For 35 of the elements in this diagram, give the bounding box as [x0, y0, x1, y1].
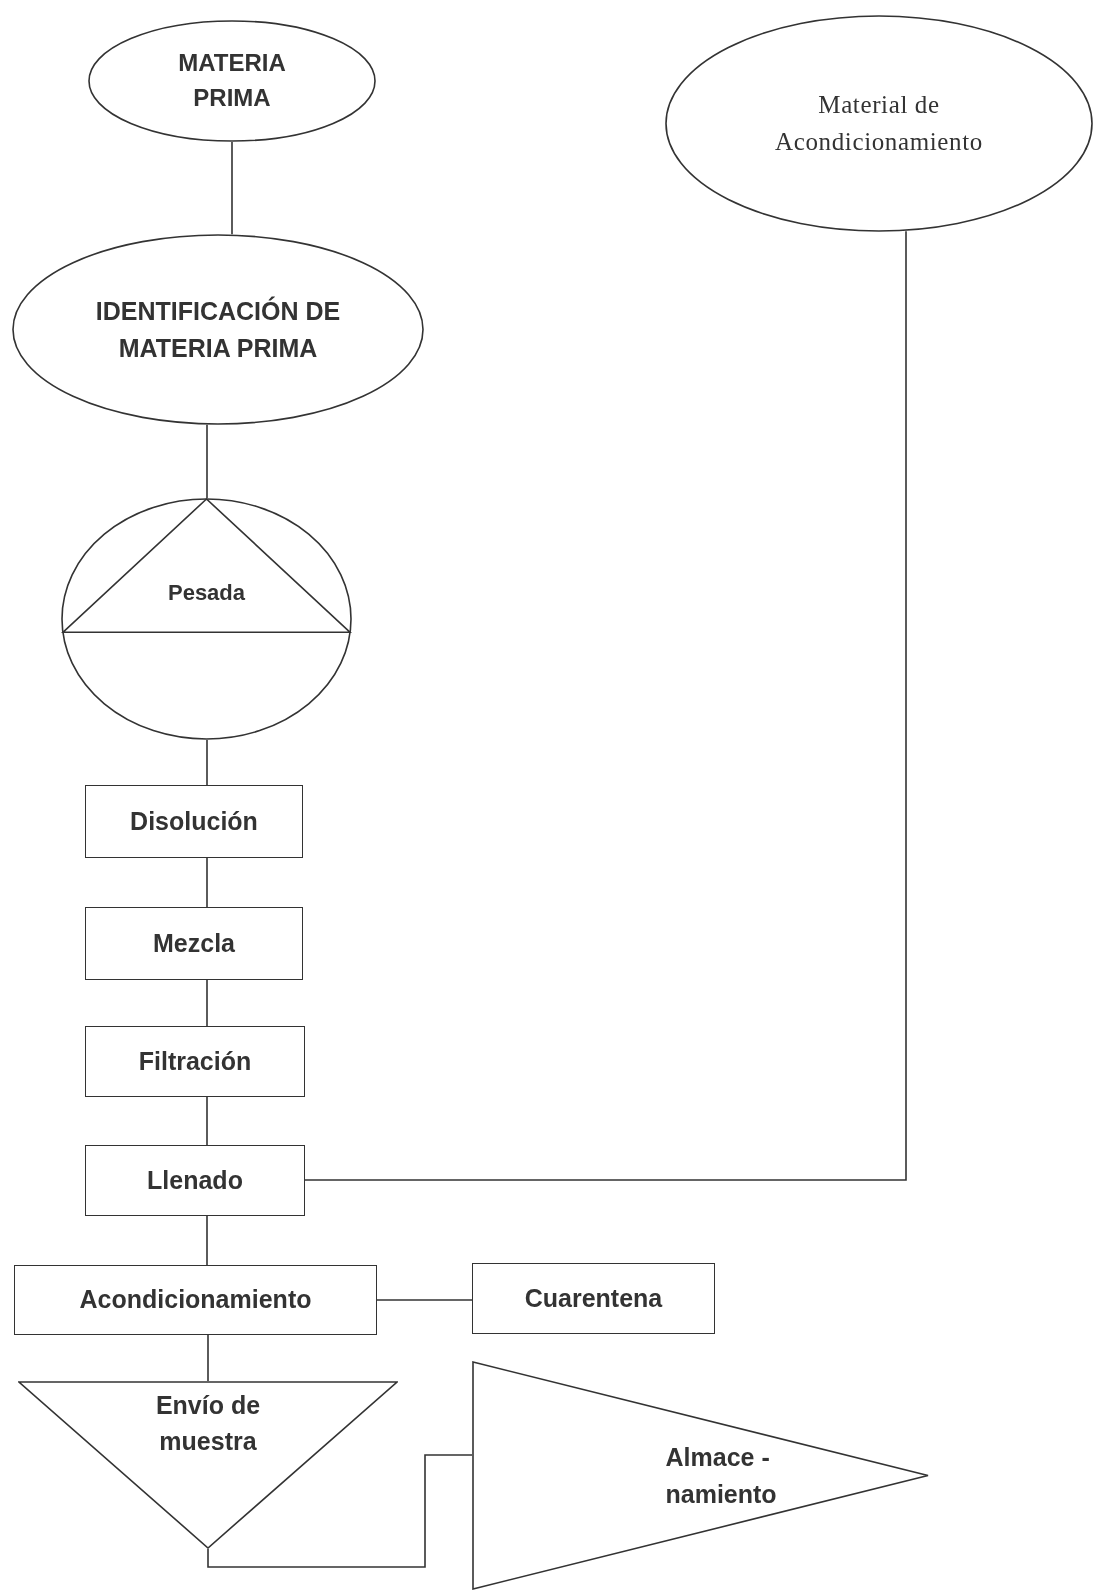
- node-label: Filtración: [138, 1045, 252, 1077]
- node-label: Envío de muestra: [154, 1390, 262, 1458]
- node-label: Cuarentena: [524, 1282, 663, 1314]
- connector-line: [206, 979, 208, 1027]
- node-label: MATERIA PRIMA: [177, 48, 287, 113]
- connector-line: [206, 424, 208, 499]
- connector-line: [206, 1215, 208, 1266]
- connector-line: [376, 1299, 473, 1301]
- triangle-node: [472, 1361, 929, 1590]
- process-box: [85, 1145, 305, 1216]
- node-label: Acondicionamiento: [79, 1284, 312, 1316]
- triangle-node: [18, 1381, 398, 1549]
- process-box: [85, 785, 303, 858]
- connector-line: [206, 1096, 208, 1146]
- process-box: [472, 1263, 715, 1334]
- connector-line: [207, 1334, 209, 1382]
- connector-line: [304, 230, 907, 1181]
- inspection-ellipse: [12, 234, 424, 425]
- connector-line: [206, 739, 208, 786]
- node-label: Llenado: [147, 1164, 243, 1196]
- start-ellipse: [665, 15, 1093, 232]
- node-label: Almace - namiento: [665, 1442, 778, 1510]
- connector-line: [206, 857, 208, 908]
- process-box: [85, 1026, 305, 1097]
- node-label: Mezcla: [153, 927, 235, 959]
- connector-line: [207, 1454, 473, 1568]
- connector-line: [231, 141, 233, 235]
- process-box: [85, 907, 303, 980]
- weighing-symbol: [61, 498, 352, 740]
- node-label: Material de Acondicionamiento: [774, 90, 984, 157]
- node-label: IDENTIFICACIÓN DE MATERIA PRIMA: [94, 295, 342, 364]
- start-ellipse: [88, 20, 376, 142]
- process-box: [14, 1265, 377, 1335]
- node-label: Pesada: [167, 579, 246, 607]
- node-label: Disolución: [130, 805, 258, 837]
